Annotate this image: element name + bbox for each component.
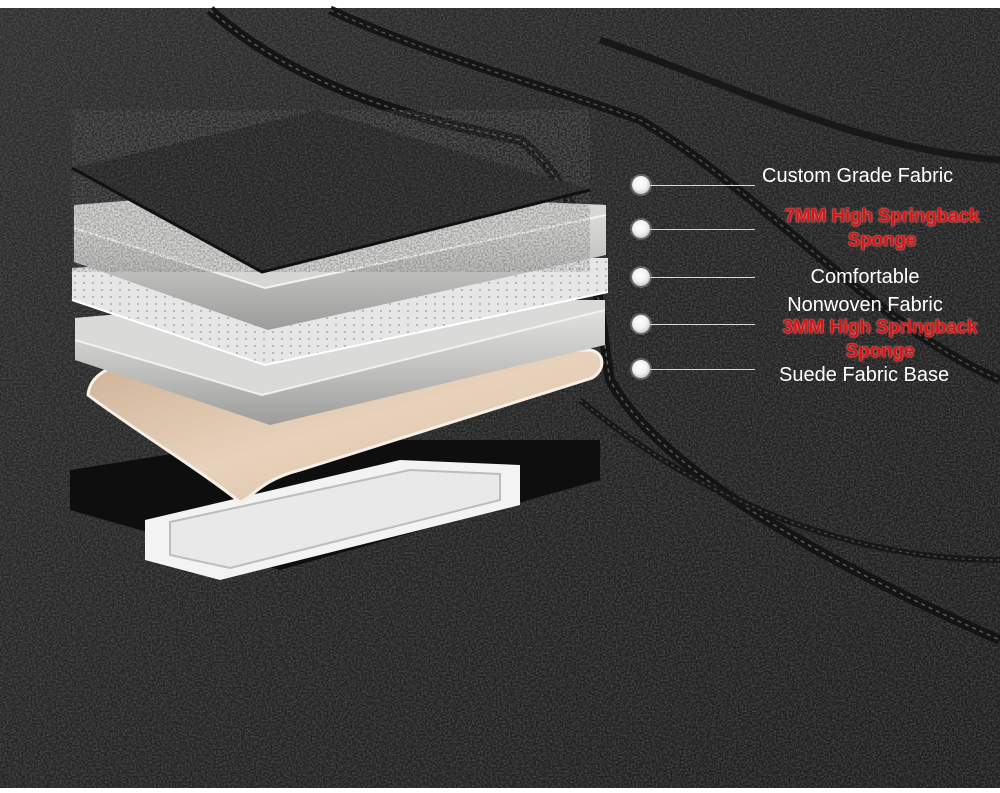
callout-dot-4 (632, 315, 650, 333)
layer-label-suede-base: Suede Fabric Base (779, 363, 949, 387)
layer-label-line: Sponge (847, 230, 917, 251)
layer-label-line: 3MM High Springback (782, 317, 978, 338)
callout-dot-2 (632, 220, 650, 238)
layer-label-line: 7MM High Springback (784, 206, 980, 227)
layer-label-line: Sponge (845, 341, 915, 362)
callout-line-2 (650, 229, 755, 230)
callout-line-5 (650, 369, 755, 370)
callout-dot-3 (632, 268, 650, 286)
callout-dot-1 (632, 176, 650, 194)
layer-label-7mm-sponge: 7MM High Springback Sponge (762, 205, 1000, 253)
callout-dot-5 (632, 360, 650, 378)
layer-label-line: Nonwoven Fabric (787, 294, 943, 316)
callout-line-1 (650, 185, 755, 186)
layer-label-line: Suede Fabric Base (779, 364, 950, 386)
layer-label-line: Custom Grade Fabric (762, 165, 954, 187)
layer-label-line: Comfortable (810, 266, 920, 288)
layer-label-nonwoven-fabric: Comfortable Nonwoven Fabric (770, 265, 960, 317)
callout-line-3 (650, 277, 755, 278)
callout-line-4 (650, 324, 755, 325)
layer-label-3mm-sponge: 3MM High Springback Sponge (762, 316, 998, 364)
layer-label-custom-fabric: Custom Grade Fabric (762, 164, 953, 188)
